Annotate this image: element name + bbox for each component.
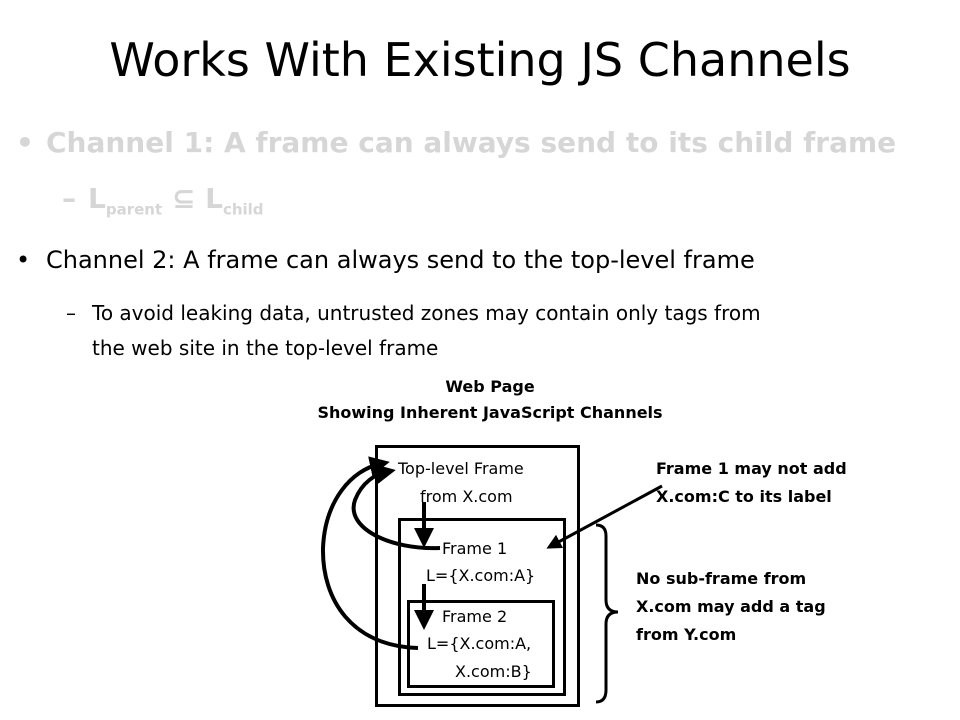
frame-2-box (407, 600, 555, 688)
formula-rhs-subscript: child (222, 200, 264, 219)
formula-lhs-subscript: parent (105, 200, 163, 219)
formula-rhs: L (205, 182, 223, 215)
sub-bullet-line-1: –To avoid leaking data, untrusted zones … (66, 296, 761, 331)
diagram-title: Web Page Showing Inherent JavaScript Cha… (240, 374, 740, 426)
note-frame-1-line-1: Frame 1 may not add (656, 459, 847, 478)
note-subframe-line-3: from Y.com (636, 625, 737, 644)
note-subframe-line-2: X.com may add a tag (636, 597, 826, 616)
bullet-channel-1: • Channel 1: A frame can always send to i… (16, 126, 896, 159)
bullet-channel-2-text: Channel 2: A frame can always send to th… (46, 246, 755, 274)
frame-1-box (398, 518, 566, 696)
frame-2-label-line-3: X.com:B} (455, 662, 532, 681)
note-subframe-line-1: No sub-frame from (636, 569, 807, 588)
frame-2-label-line-1: Frame 2 (442, 607, 508, 626)
arrow-frame-2-to-top (320, 456, 419, 650)
bullet-dot-icon: • (16, 126, 34, 159)
frame-1-label-line-2: L={X.com:A} (426, 566, 536, 585)
dash-icon: – (62, 182, 76, 215)
top-level-frame-box (375, 445, 580, 707)
sub-bullet-text-1: To avoid leaking data, untrusted zones m… (92, 301, 761, 325)
sub-bullet-leaking: –To avoid leaking data, untrusted zones … (66, 296, 761, 366)
formula-lhs: L (88, 182, 106, 215)
note-frame-1-line-2: X.com:C to its label (656, 487, 832, 506)
formula-subset-operator: ⊆ (171, 182, 196, 215)
right-bracket (595, 523, 619, 704)
sub-bullet-formula: –Lparent ⊆ Lchild (62, 182, 264, 219)
slide-title: Works With Existing JS Channels (109, 33, 851, 87)
bullet-dot-icon: • (16, 246, 31, 274)
bullet-channel-2: • Channel 2: A frame can always send to t… (16, 246, 755, 274)
top-frame-label-line-1: Top-level Frame (398, 459, 524, 478)
top-frame-label-line-2: from X.com (420, 487, 513, 506)
diagram-title-line-1: Web Page (445, 377, 535, 396)
sub-bullet-line-2: the web site in the top-level frame (92, 336, 439, 360)
bullet-channel-1-text: Channel 1: A frame can always send to it… (46, 126, 897, 159)
frame-1-label-line-1: Frame 1 (442, 539, 508, 558)
dash-icon: – (66, 301, 76, 325)
arrow-frame-1-to-top (351, 464, 441, 551)
note-pointer-arrow (546, 484, 663, 549)
diagram-title-line-2: Showing Inherent JavaScript Channels (317, 403, 663, 422)
frame-2-label-line-2: L={X.com:A, (427, 634, 532, 653)
